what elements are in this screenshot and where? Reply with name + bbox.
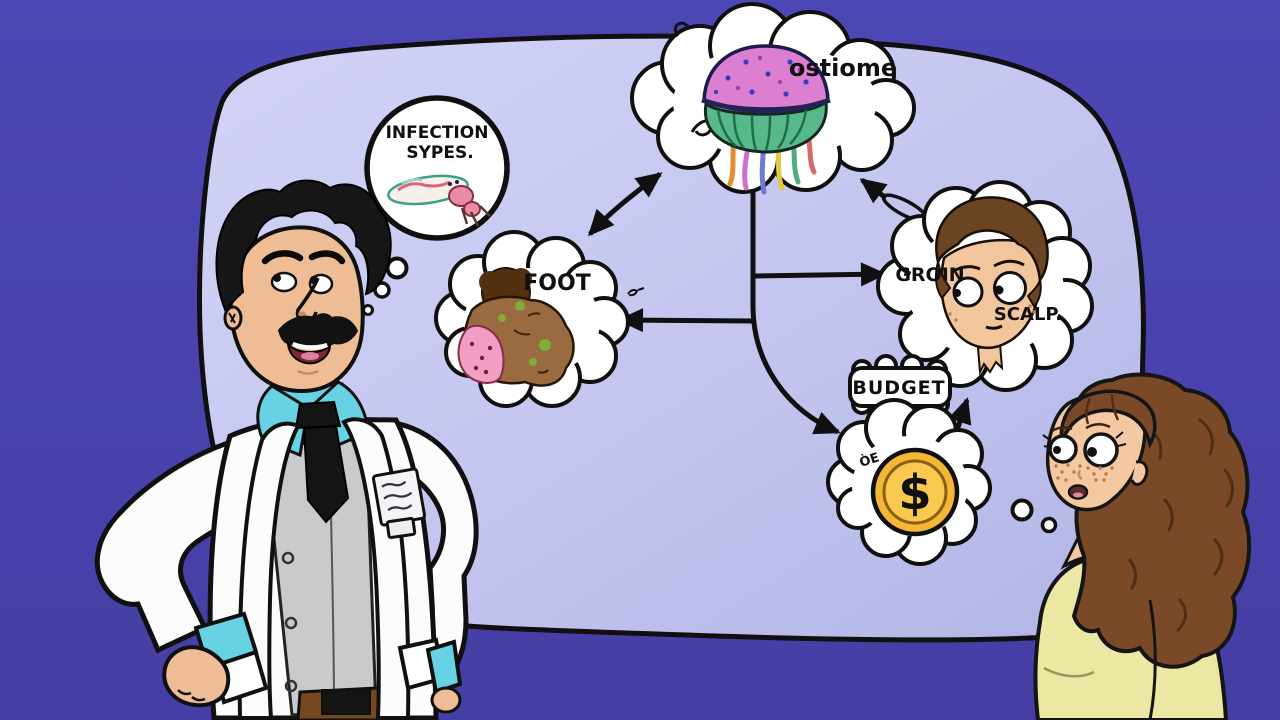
ostiome-cloud: ostiome xyxy=(630,2,916,195)
tick-parasite-icon xyxy=(387,174,491,227)
budget-tag: BUDGET xyxy=(848,354,952,420)
doctor-right-hand xyxy=(430,686,462,714)
arrow-to-foot xyxy=(617,308,754,333)
scalp-label: SCALP. xyxy=(994,304,1062,325)
foot-cloud: FOOT xyxy=(434,230,630,408)
doctor-left-fist xyxy=(162,645,231,708)
woman-bangs xyxy=(1059,389,1157,449)
groin-scalp-cloud: GROIN SCALP. xyxy=(876,180,1094,392)
badge-clip xyxy=(385,517,417,539)
squiggle-mark xyxy=(627,287,645,297)
doctor-right-cuff xyxy=(425,639,463,695)
gold-dollar-coin-icon: $ xyxy=(870,447,960,537)
flow-line-to-money xyxy=(750,162,841,435)
budget-label: BUDGET xyxy=(852,377,945,399)
doctor-tie xyxy=(294,400,350,524)
woman-freckles xyxy=(1054,463,1114,482)
woman-character xyxy=(1033,372,1252,720)
woman-sleeve-seam xyxy=(1148,599,1157,720)
name-badge xyxy=(371,467,427,527)
doctor-mouth xyxy=(286,340,332,365)
infected-foot-icon xyxy=(457,267,575,387)
doctor-mustache xyxy=(278,313,358,350)
ostiome-label: ostiome xyxy=(789,54,897,82)
woman-ear xyxy=(1130,460,1149,486)
doctor-eyes xyxy=(270,271,334,295)
belt-buckle xyxy=(321,689,371,715)
woman-eyes xyxy=(1042,431,1127,468)
arrow-groin-to-ostiome xyxy=(859,178,888,204)
doctor-hair xyxy=(215,179,392,315)
infection-types-bubble: INFECTION SYPES. xyxy=(364,95,510,241)
foot-label: FOOT xyxy=(523,271,590,296)
worried-man-face-icon xyxy=(934,196,1049,376)
infection-label-line1: INFECTION xyxy=(386,123,489,143)
infection-label-line2: SYPES. xyxy=(406,143,473,163)
coat-buttons xyxy=(281,551,298,693)
woman-mouth xyxy=(1067,484,1089,500)
dollar-symbol: $ xyxy=(898,465,931,521)
jellyfish-icon xyxy=(701,44,831,195)
money-cloud: $ ÒE xyxy=(826,398,992,566)
cloud-curl-mark xyxy=(673,21,690,37)
coin-small-text: ÒE xyxy=(857,449,881,470)
doctor-eyebrows xyxy=(261,250,346,265)
doctor-left-arm xyxy=(94,432,255,654)
thought-trail-woman xyxy=(1010,498,1058,534)
doctor-character xyxy=(94,179,479,720)
arrow-ostiome-foot-double xyxy=(587,172,663,237)
arrow-to-groin xyxy=(754,262,887,287)
woman-eyebrows xyxy=(1051,423,1111,433)
groin-label: GROIN xyxy=(895,264,964,286)
